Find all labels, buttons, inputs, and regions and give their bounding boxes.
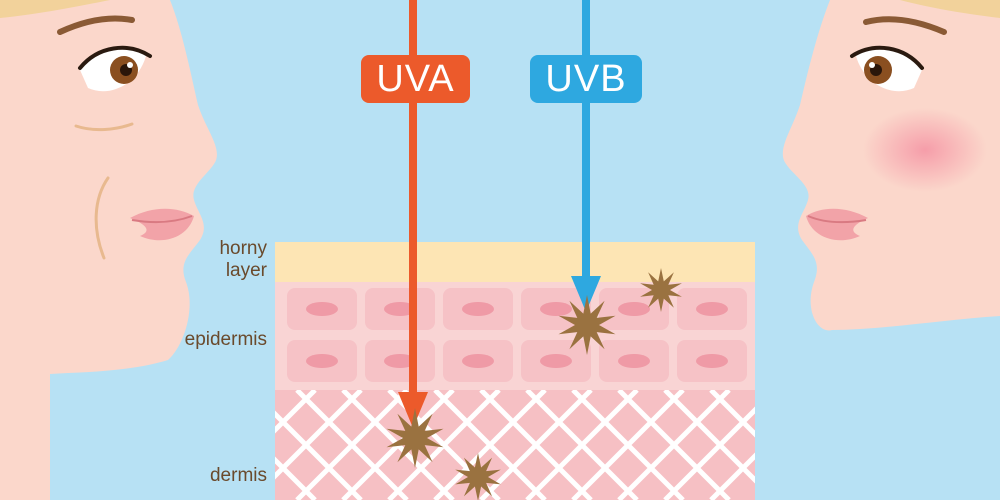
dermis-fiber <box>275 410 363 500</box>
dermis-fiber <box>757 390 867 500</box>
damage-spot <box>558 295 616 355</box>
right-hair <box>900 0 1000 18</box>
left-lip-line <box>131 215 193 224</box>
dermis-fiber <box>617 390 731 500</box>
dermis-fiber <box>525 390 639 500</box>
uva-ray <box>398 0 428 428</box>
damage-spot <box>386 408 444 468</box>
cell-nucleus <box>696 302 728 316</box>
left-under-eye-wrinkle <box>74 122 134 132</box>
right-lips <box>806 208 868 241</box>
cell-nucleus <box>306 354 338 368</box>
cell-nucleus <box>384 354 416 368</box>
dermis-fiber <box>709 390 755 438</box>
epidermis-label: epidermis <box>184 329 267 350</box>
cell-nucleus <box>540 354 572 368</box>
cell-nucleus <box>540 302 572 316</box>
left-eyelid <box>78 45 152 70</box>
damage-spot <box>640 268 682 312</box>
dermis-fiber <box>275 456 317 500</box>
horny-layer-label-line2: layer <box>225 260 267 281</box>
dermis-fiber <box>709 452 755 500</box>
left-hair <box>0 0 110 18</box>
left-face <box>0 0 217 500</box>
dermis-fiber <box>663 390 755 484</box>
dermis-fiber <box>757 390 867 500</box>
horny-layer-band <box>275 242 755 282</box>
right-face <box>782 0 1000 331</box>
damage-spots <box>386 268 682 500</box>
damage-spot <box>455 453 501 500</box>
cell-nucleus <box>462 354 494 368</box>
skin-cross-section <box>275 242 913 500</box>
uva-ray-shaft <box>409 0 417 398</box>
dermis-fiber <box>275 390 317 434</box>
right-eyelid <box>850 45 924 70</box>
cell-nucleus <box>306 302 338 316</box>
uvb-label-badge: UVB <box>530 55 642 103</box>
cell-nucleus <box>384 302 416 316</box>
dermis-fiber <box>433 390 547 500</box>
left-face-skin <box>0 0 217 500</box>
cell-nucleus <box>618 354 650 368</box>
right-blush <box>863 108 987 192</box>
horny-layer-label: horny layer <box>147 238 267 282</box>
dermis-fiber <box>803 390 913 500</box>
cell-nucleus <box>462 302 494 316</box>
left-cheek-wrinkle <box>94 176 110 260</box>
uva-arrowhead <box>398 392 428 428</box>
left-eyebrow <box>57 15 135 35</box>
dermis-fiber-mesh <box>275 390 913 500</box>
cell-nucleus <box>618 302 650 316</box>
horny-layer-label-line1: horny <box>219 238 267 259</box>
dermis-fiber <box>803 390 913 500</box>
right-eye-shine <box>869 62 875 68</box>
uvb-ray <box>571 0 601 312</box>
uva-label-badge: UVA <box>361 55 470 103</box>
left-eye-shine <box>127 62 133 68</box>
cell-nucleus <box>696 354 728 368</box>
dermis-label: dermis <box>209 465 267 486</box>
right-lip-line <box>807 215 867 224</box>
dermis-fiber <box>571 390 685 500</box>
uvb-ray-shaft <box>582 0 590 280</box>
uvb-arrowhead <box>571 276 601 312</box>
right-eyebrow <box>863 16 947 35</box>
dermis-fiber <box>479 390 593 500</box>
dermis-fiber <box>295 390 409 500</box>
left-lips <box>130 208 194 241</box>
epidermis-cells <box>287 288 747 382</box>
